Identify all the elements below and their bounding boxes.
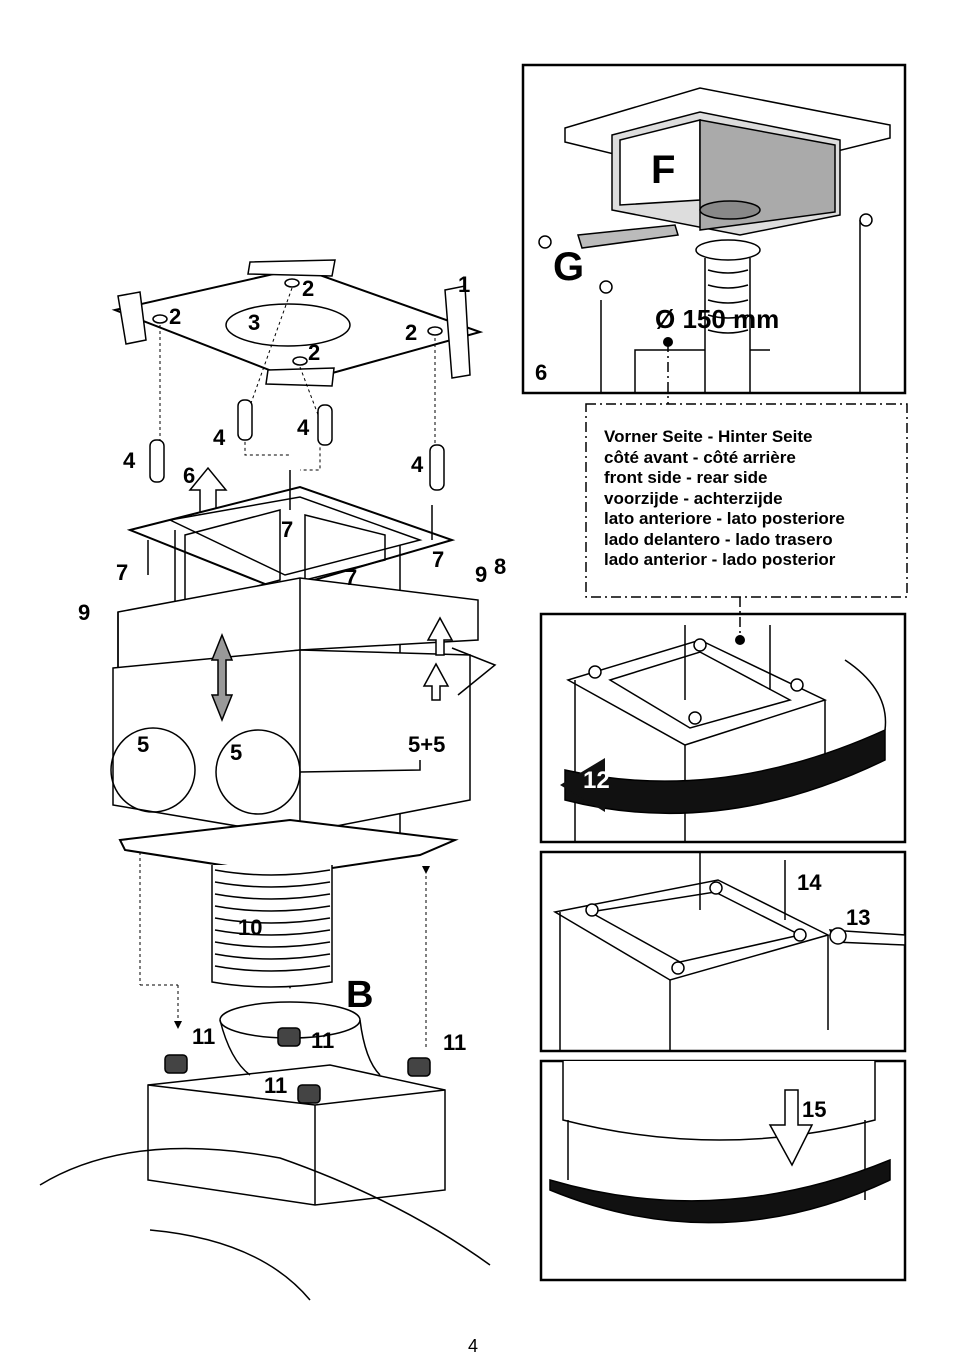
- main-assembly-drawing: [39, 259, 497, 1301]
- label-2: 2: [308, 340, 320, 365]
- label-2: 2: [405, 320, 417, 345]
- label-15: 15: [802, 1097, 826, 1122]
- legend-box: [585, 403, 908, 598]
- label-11: 11: [311, 1028, 334, 1053]
- label-10: 10: [238, 915, 262, 940]
- legend-line: lado delantero - lado trasero: [604, 529, 833, 549]
- legend-line: lato anteriore - lato posteriore: [604, 509, 845, 528]
- label-11: 11: [264, 1073, 287, 1098]
- legend-line: front side - rear side: [604, 468, 768, 487]
- label-8: 8: [494, 554, 506, 579]
- duct-diameter: Ø 150 mm: [655, 304, 779, 334]
- label-9: 9: [475, 562, 487, 587]
- label-13: 13: [846, 905, 870, 930]
- panel-rotate: 12: [539, 612, 907, 844]
- legend-line: voorzijde - achterzijde: [604, 488, 783, 508]
- label-4: 4: [213, 425, 226, 450]
- label-14: 14: [797, 870, 822, 895]
- label-9: 9: [78, 600, 90, 625]
- label-7: 7: [116, 560, 128, 585]
- label-11: 11: [192, 1024, 215, 1049]
- label-b: B: [346, 974, 373, 1016]
- label-5: 5: [137, 732, 149, 757]
- page-number: 4: [468, 1336, 479, 1356]
- label-g: G: [553, 245, 584, 289]
- base-plate: [118, 818, 459, 877]
- label-4: 4: [123, 448, 136, 473]
- label-4: 4: [411, 452, 424, 477]
- label-12: 12: [583, 767, 610, 794]
- panel-duct-connection: F G Ø 150 mm 6: [521, 63, 907, 395]
- label-1: 1: [458, 272, 470, 297]
- flexible-duct: [211, 865, 333, 988]
- main-labels: 1 2 2 2 2 3 4 4 4 4 6 7 7 7 7 9 8 9 5 5 …: [78, 272, 506, 1098]
- label-6: 6: [535, 360, 547, 385]
- adjust-arrow: [210, 632, 234, 723]
- template-hole: [225, 303, 351, 347]
- legend-line: côté avant - côté arrière: [604, 447, 796, 467]
- foot: [164, 1027, 431, 1104]
- label-7: 7: [281, 517, 293, 542]
- label-3: 3: [248, 310, 260, 335]
- legend-line: lado anterior - lado posterior: [604, 550, 836, 569]
- label-2: 2: [302, 276, 314, 301]
- wall-plug: [149, 399, 445, 491]
- legend-line: Vorner Seite - Hinter Seite: [604, 427, 813, 446]
- panel-tighten: 14 13: [539, 850, 907, 1053]
- lower-box: [147, 1064, 446, 1206]
- label-6: 6: [183, 463, 195, 488]
- label-7: 7: [432, 547, 444, 572]
- label-11: 11: [443, 1030, 466, 1055]
- label-5-plus-5: 5+5: [408, 732, 445, 757]
- label-f: F: [651, 148, 675, 192]
- label-4: 4: [297, 415, 310, 440]
- label-7: 7: [345, 565, 357, 590]
- label-5: 5: [230, 740, 242, 765]
- panel-lower-cover: 15: [539, 1059, 907, 1282]
- side-legend: Vorner Seite - Hinter Seite côté avant -…: [604, 427, 904, 571]
- label-2: 2: [169, 304, 181, 329]
- ceiling-template: [111, 266, 484, 384]
- tape-strip: [247, 259, 336, 277]
